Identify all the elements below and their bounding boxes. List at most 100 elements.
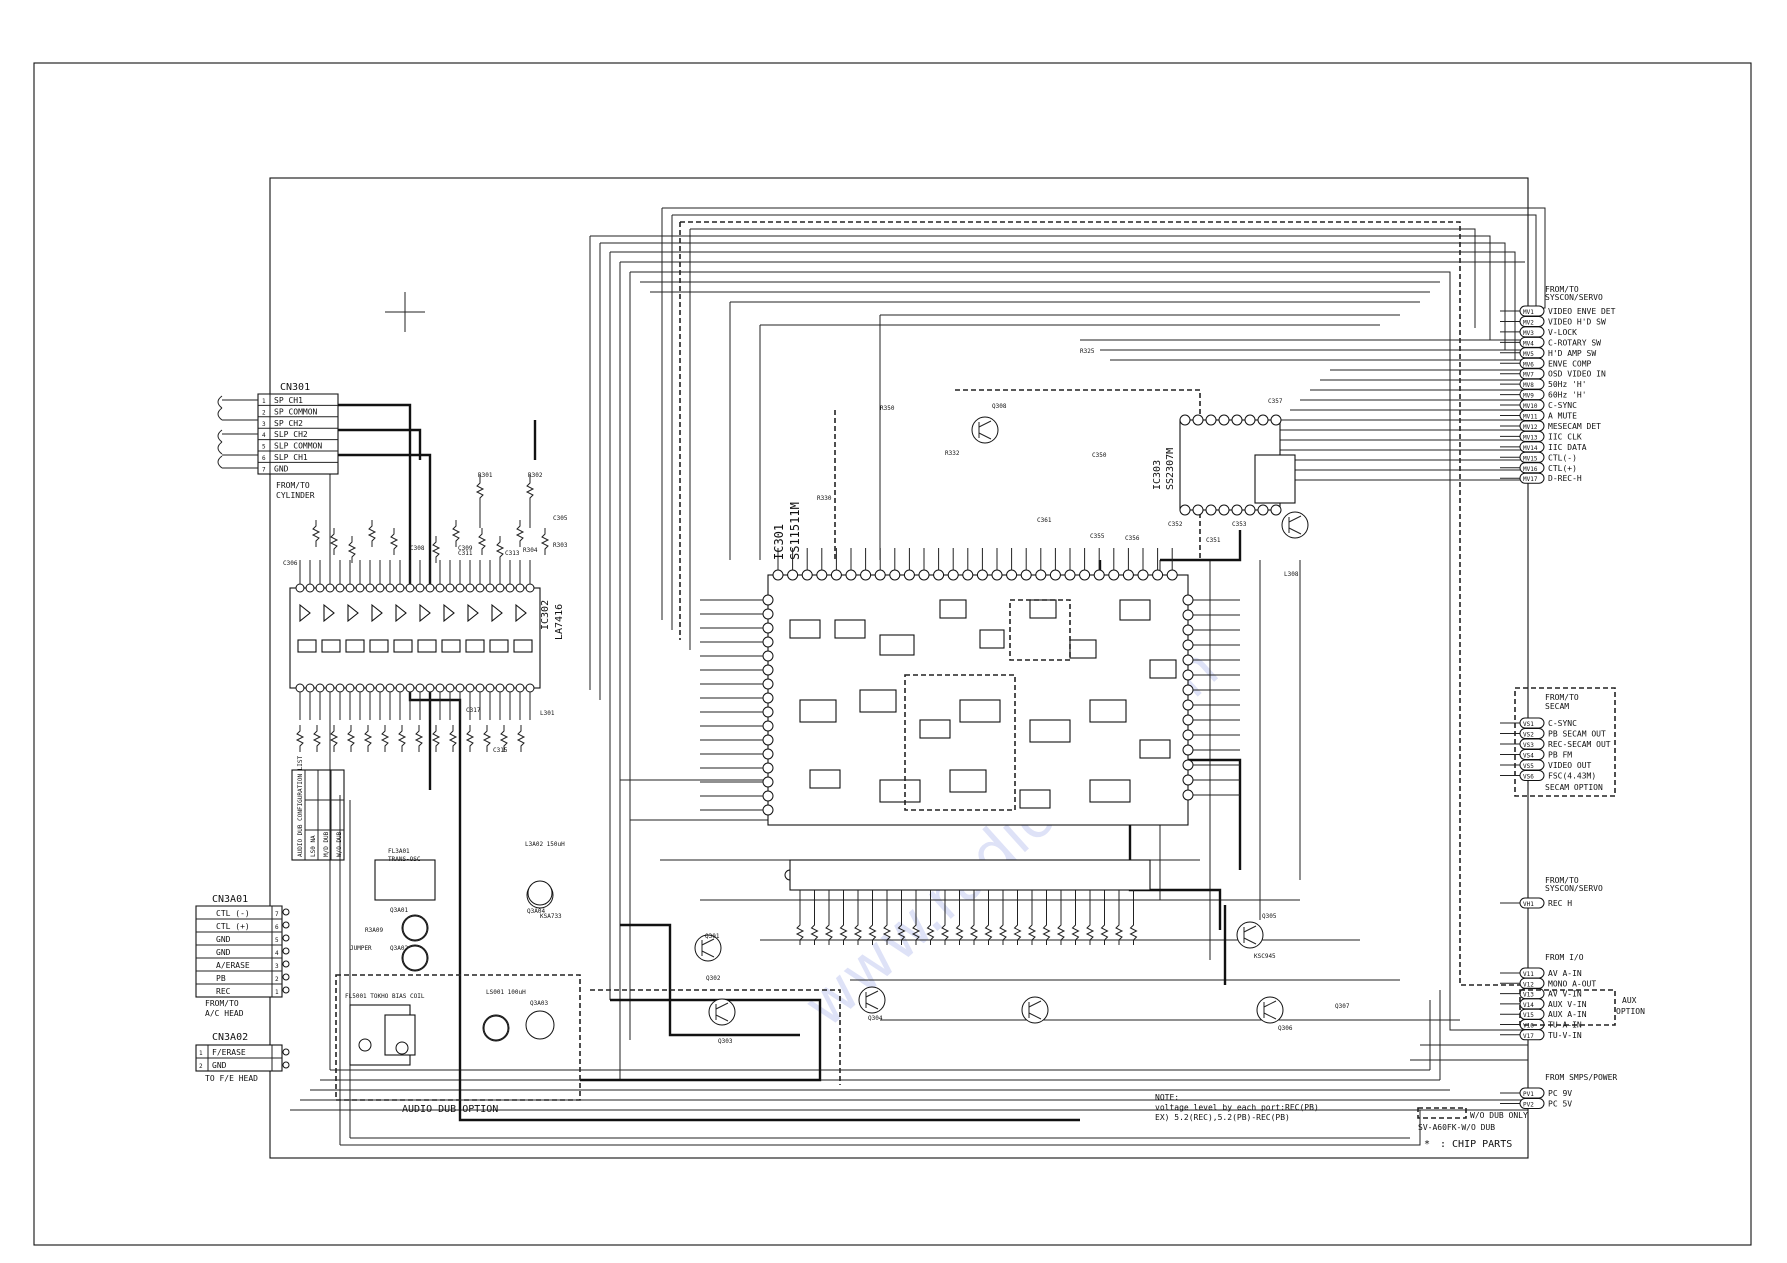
port-label: REC-SECAM OUT [1548,740,1611,749]
cn3a01-pin-label: A/ERASE [216,961,250,970]
cn301-note-line2: CYLINDER [276,491,315,500]
cn301-pin-num: 7 [262,466,266,473]
c308-label: C308 [410,545,425,552]
cn3a01-pin-label: GND [216,935,231,944]
cn3a01-note-line1: FROM/TO [205,999,239,1008]
r302-label: R302 [528,472,543,479]
port-label: AV V-IN [1548,990,1582,999]
port-label: V-LOCK [1548,328,1577,337]
ic301-part: SS11511M [788,502,802,560]
r301-label: R301 [478,472,493,479]
port-label: IIC DATA [1548,443,1587,452]
c355-label: C355 [1090,533,1105,540]
port-id: MV9 [1523,393,1534,400]
port-label: IIC CLK [1548,432,1582,441]
fl5001-label: FL5001 TOKHO BIAS COIL [345,993,425,1000]
port-label: CTL(+) [1548,464,1577,473]
ic301-ref: IC301 [772,524,786,560]
c311-label: C311 [458,550,473,557]
port-label: MONO A-OUT [1548,979,1596,988]
c306-label: C306 [283,560,298,567]
cn3a01-pin-label: GND [216,948,231,957]
cn301-pin-num: 6 [262,455,266,462]
transistor-label: Q3A03 [530,1000,548,1007]
port-id: VS5 [1523,763,1534,770]
audio-dub-table-row1: LS0 NA [310,835,317,857]
cn3a01-pin-num: 3 [275,963,279,970]
port-label: 50Hz 'H' [1548,380,1587,389]
ic301-main-ic: IC301 SS11511M [700,502,1240,881]
power-title: FROM SMPS/POWER [1545,1073,1617,1082]
syscon2-title-2: SYSCON/SERVO [1545,884,1603,893]
port-label: 60Hz 'H' [1548,391,1587,400]
cn3a02-connector: CN3A02 1 F/ERASE 2 GND TO F/E HEAD [195,1032,290,1083]
voltage-note: NOTE: voltage level by each port:REC(PB)… [1155,1093,1319,1122]
port-id: MV16 [1523,466,1538,473]
cn3a01-note-line2: A/C HEAD [205,1009,244,1018]
ic302-top-components: R301 R302 C305 R303 R304 C306 C308 C309 … [283,472,568,754]
cn301-pin-label: GND [274,464,289,473]
port-id: V14 [1523,1002,1534,1009]
cn301-pin-num: 5 [262,444,266,451]
port-id: V12 [1523,981,1534,988]
port-label: PB SECAM OUT [1548,730,1606,739]
cn301-pin-label: SLP CH1 [274,453,308,462]
transistor-label: Q3A04 [527,908,545,915]
schematic-frame [269,177,1529,1159]
port-label: ENVE COMP [1548,359,1592,368]
ic302-part: LA7416 [554,604,565,640]
port-id: MV10 [1523,403,1538,410]
transistor-label: Q301 [705,933,720,940]
cn301-pin-num: 3 [262,421,266,428]
bias-oscillator: FL3A01 TRANS-OSC L3A02 150uH R3A09 JUMPE… [350,841,565,971]
l308-label: L308 [1284,571,1299,578]
legend-line2: SV-A60FK-W/O DUB [1418,1123,1495,1132]
r350-label: R350 [880,405,895,412]
cn301-pin-label: SLP COMMON [274,442,322,451]
audio-dub-table-title: AUDIO DUB CONFIGURATION LIST [297,755,304,857]
port-id: VS3 [1523,742,1534,749]
trans-osc-label: TRANS-OSC [388,856,421,863]
secam-title-1: FROM/TO [1545,693,1579,702]
cn301-pin-label: SP CH2 [274,419,303,428]
io-aux-line1: AUX [1622,996,1637,1005]
cn301-pin-num: 2 [262,409,266,416]
cn301-pin-num: 1 [262,398,266,405]
c317-label: C317 [466,707,481,714]
transistor-label: Q308 [992,403,1007,410]
crosshair-mark [385,292,425,332]
audio-dub-option-area: AUDIO DUB OPTION FL5001 TOKHO BIAS COIL … [335,974,581,1115]
port-label: C-ROTARY SW [1548,338,1601,347]
outer-border [33,62,1752,1246]
head-coil-icons [217,395,258,469]
port-label: PC 9V [1548,1089,1572,1098]
cn3a02-pin1-label: F/ERASE [212,1048,246,1057]
port-id: MV7 [1523,372,1534,379]
r332-label: R332 [945,450,960,457]
port-id: VS1 [1523,721,1534,728]
cn301-pin-label: SLP CH2 [274,430,308,439]
cn301-title: CN301 [280,382,310,393]
port-label: PC 5V [1548,1100,1572,1109]
ic301-lower-section [789,859,1151,945]
c361-label: C361 [1037,517,1052,524]
c305-label: C305 [553,515,568,522]
transistor-label: KSA733 [540,913,562,920]
chip-parts-text: : CHIP PARTS [1440,1139,1512,1150]
fl3a01-label: FL3A01 [388,848,410,855]
port-label: VIDEO H'D SW [1548,317,1606,326]
port-label: OSD VIDEO IN [1548,370,1606,379]
cn3a02-pin2-label: GND [212,1061,227,1070]
port-label: AUX V-IN [1548,1000,1587,1009]
cn3a01-pin-num: 4 [275,950,279,957]
r304-label: R304 [523,547,538,554]
port-id: V11 [1523,971,1534,978]
cn301-note-line1: FROM/TO [276,481,310,490]
transistor-label: Q3A01 [390,907,408,914]
cn3a01-pin-num: 1 [275,989,279,996]
audio-dub-table-row3: W/O DUB [336,831,343,857]
io-aux-line2: OPTION [1616,1007,1645,1016]
